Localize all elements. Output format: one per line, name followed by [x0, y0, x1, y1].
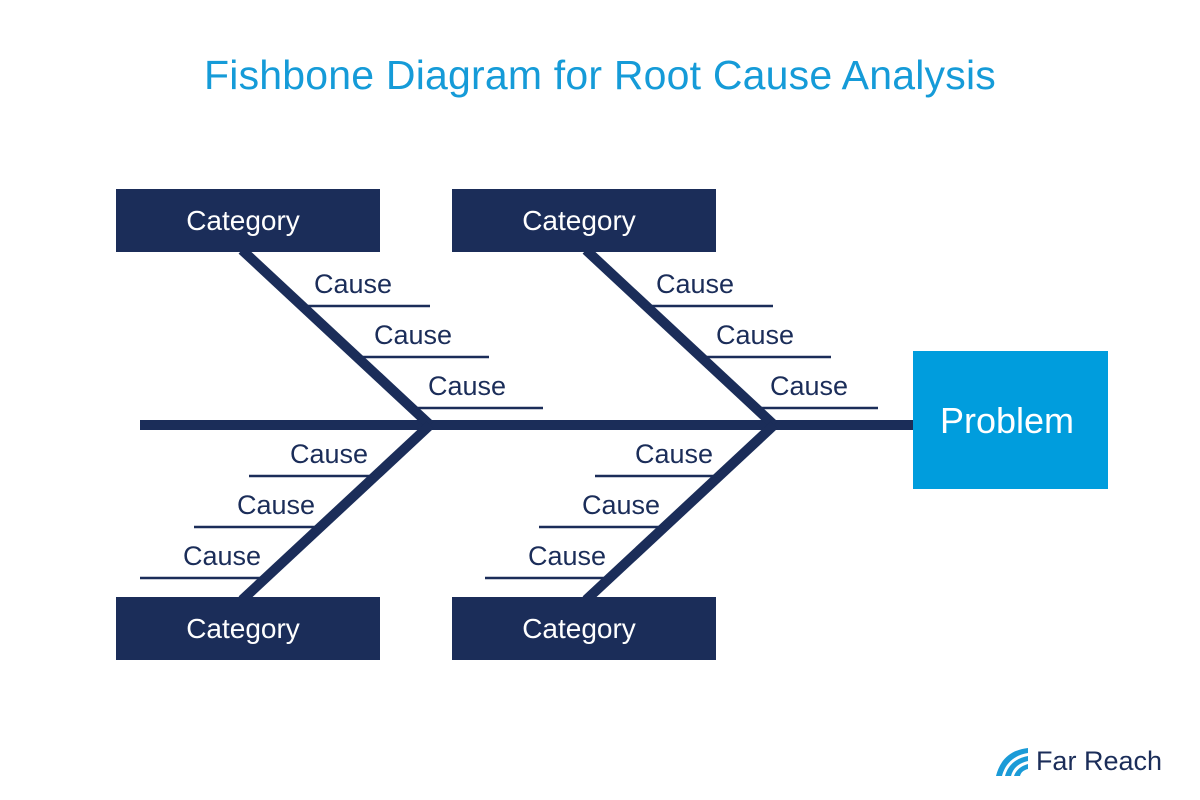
category-bottom-right: Category [452, 597, 716, 660]
svg-text:Category: Category [186, 613, 300, 644]
cause-top-left-1: Cause [314, 269, 392, 299]
cause-top-left-2: Cause [374, 320, 452, 350]
wave-logo-icon [995, 748, 1028, 776]
cause-top-right-2: Cause [716, 320, 794, 350]
svg-text:Category: Category [522, 613, 636, 644]
bone-bottom-left [238, 421, 434, 604]
category-top-left: Category [116, 189, 380, 252]
svg-text:Category: Category [522, 205, 636, 236]
problem-box: Problem [913, 351, 1108, 489]
svg-text:Category: Category [186, 205, 300, 236]
cause-bottom-left-1: Cause [290, 439, 368, 469]
logo-text: Far Reach [1035, 745, 1162, 776]
far-reach-logo: Far Reach [994, 744, 1162, 778]
cause-bottom-right-1: Cause [635, 439, 713, 469]
category-bottom-left: Category [116, 597, 380, 660]
bone-bottom-right [582, 421, 778, 604]
cause-top-right-1: Cause [656, 269, 734, 299]
bone-top-right [582, 246, 778, 429]
cause-bottom-right-3: Cause [528, 541, 606, 571]
category-top-right: Category [452, 189, 716, 252]
bone-top-left [238, 246, 434, 429]
cause-top-right-3: Cause [770, 371, 848, 401]
cause-bottom-left-3: Cause [183, 541, 261, 571]
cause-bottom-right-2: Cause [582, 490, 660, 520]
svg-text:Problem: Problem [940, 400, 1074, 441]
page-title: Fishbone Diagram for Root Cause Analysis [204, 52, 996, 98]
cause-top-left-3: Cause [428, 371, 506, 401]
cause-bottom-left-2: Cause [237, 490, 315, 520]
